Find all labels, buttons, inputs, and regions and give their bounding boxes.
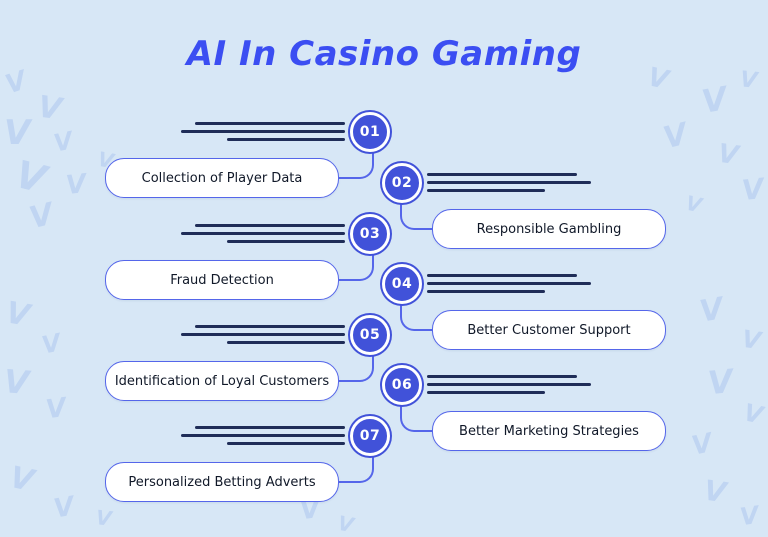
step-label: Better Customer Support (467, 322, 631, 338)
step-label-pill: Better Customer Support (432, 310, 666, 350)
v-watermark-icon: V (701, 473, 728, 510)
speed-line (227, 240, 345, 243)
v-watermark-icon: V (51, 126, 76, 158)
v-watermark-icon: V (741, 398, 766, 430)
connector-line (337, 152, 374, 179)
step-number-badge: 05 (350, 315, 390, 355)
speed-line (427, 274, 577, 277)
step-label: Identification of Loyal Customers (114, 373, 330, 389)
connector-line (337, 456, 374, 483)
step-number: 02 (391, 175, 413, 191)
connector-line (400, 203, 434, 230)
v-watermark-icon: V (738, 500, 761, 532)
v-watermark-icon: V (44, 392, 69, 426)
speed-line (427, 282, 591, 285)
step-number: 05 (359, 327, 381, 343)
step-number-badge: 02 (382, 163, 422, 203)
step-label: Better Marketing Strategies (459, 423, 639, 439)
speed-line (427, 290, 545, 293)
v-watermark-icon: V (2, 362, 31, 402)
speed-line (195, 224, 345, 227)
v-watermark-icon: V (39, 328, 64, 360)
speed-line (181, 333, 345, 336)
step-label-pill: Responsible Gambling (432, 209, 666, 249)
v-watermark-icon: V (689, 428, 716, 462)
speed-line (227, 138, 345, 141)
v-watermark-icon: V (4, 113, 31, 153)
step-number: 06 (391, 377, 413, 393)
step-label: Fraud Detection (170, 272, 274, 288)
v-watermark-icon: V (740, 171, 766, 208)
v-watermark-icon: V (6, 459, 37, 500)
step-number-badge: 04 (382, 264, 422, 304)
connector-line (337, 254, 374, 281)
step-label: Personalized Betting Adverts (128, 474, 316, 490)
v-watermark-icon: V (35, 89, 64, 128)
step-label-pill: Identification of Loyal Customers (105, 361, 339, 401)
speed-line (427, 173, 577, 176)
step-label-pill: Better Marketing Strategies (432, 411, 666, 451)
connector-line (337, 355, 374, 382)
v-watermark-icon: V (740, 324, 763, 356)
step-number: 07 (359, 428, 381, 444)
speed-line (427, 181, 591, 184)
step-number-badge: 03 (350, 214, 390, 254)
speed-line (227, 341, 345, 344)
speed-line (427, 391, 545, 394)
speed-line (195, 325, 345, 328)
speed-line (427, 375, 577, 378)
v-watermark-icon: V (51, 491, 77, 525)
step-label-pill: Personalized Betting Adverts (105, 462, 339, 502)
v-watermark-icon: V (94, 505, 113, 531)
v-watermark-icon: V (3, 295, 33, 334)
step-number-badge: 01 (350, 112, 390, 152)
v-watermark-icon: V (11, 152, 51, 202)
step-label: Responsible Gambling (476, 221, 622, 237)
step-number-badge: 07 (350, 416, 390, 456)
speed-line (181, 232, 345, 235)
v-watermark-icon: V (25, 196, 57, 237)
speed-line (195, 426, 345, 429)
speed-line (427, 383, 591, 386)
speed-line (227, 442, 345, 445)
speed-line (181, 130, 345, 133)
speed-line (195, 122, 345, 125)
step-number: 03 (359, 226, 381, 242)
step-label-pill: Fraud Detection (105, 260, 339, 300)
v-watermark-icon: V (64, 169, 88, 201)
v-watermark-icon: V (698, 79, 730, 121)
v-watermark-icon: V (659, 116, 691, 157)
step-number: 01 (359, 124, 381, 140)
v-watermark-icon: V (683, 190, 704, 218)
v-watermark-icon: V (336, 510, 356, 537)
step-number-badge: 06 (382, 365, 422, 405)
speed-line (427, 189, 545, 192)
step-label: Collection of Player Data (141, 170, 303, 186)
v-watermark-icon: V (716, 138, 741, 172)
connector-line (400, 405, 434, 432)
step-label-pill: Collection of Player Data (105, 158, 339, 198)
page-title: AI In Casino Gaming (186, 34, 582, 74)
step-number: 04 (391, 276, 413, 292)
connector-line (400, 304, 434, 331)
speed-line (181, 434, 345, 437)
v-watermark-icon: V (706, 361, 735, 403)
v-watermark-icon: V (697, 291, 726, 330)
